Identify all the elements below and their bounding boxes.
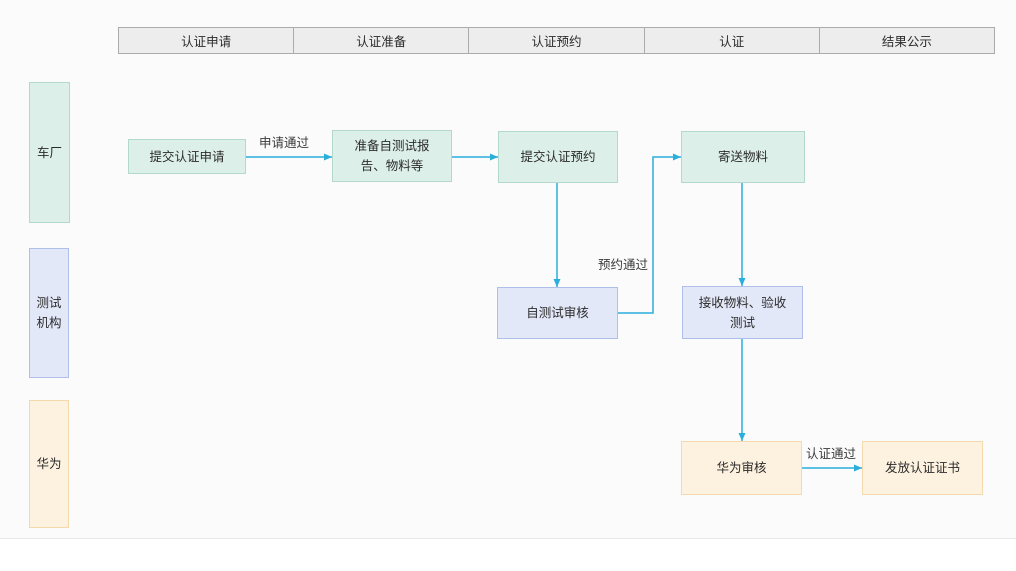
diagram-background bbox=[0, 538, 1016, 539]
node-selftest-review: 自测试审核 bbox=[497, 287, 618, 339]
phase-result-publication: 结果公示 bbox=[819, 27, 996, 54]
edge-label-certification-approved: 认证通过 bbox=[806, 446, 857, 461]
node-receive-materials-acceptance-test: 接收物料、验收测试 bbox=[682, 286, 803, 339]
phase-preparation: 认证准备 bbox=[294, 27, 470, 54]
node-huawei-review: 华为审核 bbox=[681, 441, 802, 495]
node-send-materials: 寄送物料 bbox=[681, 131, 805, 183]
phase-header-row: 认证申请 认证准备 认证预约 认证 结果公示 bbox=[118, 27, 996, 54]
node-prepare-selftest-report: 准备自测试报告、物料等 bbox=[332, 130, 452, 182]
phase-appointment: 认证预约 bbox=[469, 27, 645, 54]
lane-car-factory: 车厂 bbox=[29, 82, 70, 223]
edge-label-application-approved: 申请通过 bbox=[259, 135, 310, 150]
edge-label-appointment-approved: 预约通过 bbox=[598, 257, 649, 272]
phase-application: 认证申请 bbox=[118, 27, 295, 54]
lane-test-organization: 测试机构 bbox=[29, 248, 69, 378]
node-submit-appointment: 提交认证预约 bbox=[498, 131, 618, 183]
phase-certification: 认证 bbox=[644, 27, 820, 54]
node-submit-application: 提交认证申请 bbox=[128, 139, 246, 174]
node-issue-certificate: 发放认证证书 bbox=[862, 441, 983, 495]
lane-huawei: 华为 bbox=[29, 400, 69, 528]
